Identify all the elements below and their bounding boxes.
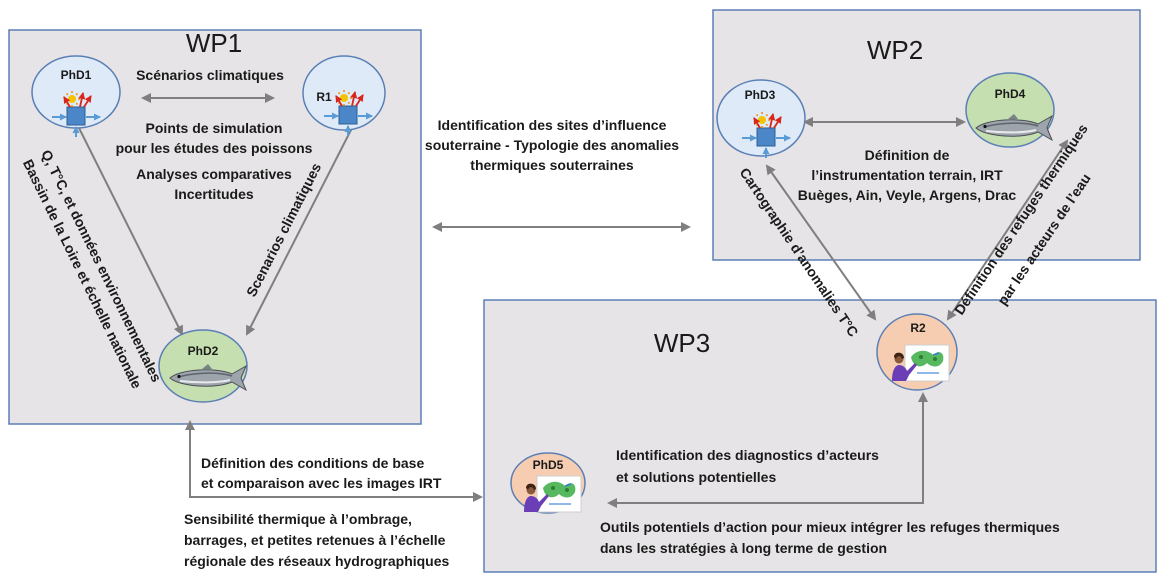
text-bottom-def-1: Définition des conditions de base [201,455,424,471]
text-ident-2: et solutions potentielles [616,469,776,485]
text-points-2: pour les études des poissons [116,140,313,156]
label-phd1: PhD1 [61,68,92,82]
node-phd5: PhD5 [510,452,586,514]
text-def-3: Buèges, Ain, Veyle, Argens, Drac [798,187,1017,203]
text-center-1: Identification des sites d’influence [438,117,667,133]
text-sens-2: barrages, et petites retenues à l’échell… [184,532,446,548]
node-phd4: PhD4 [965,72,1055,148]
node-phd2: PhD2 [158,329,248,403]
text-analyses-1: Analyses comparatives [136,166,292,182]
text-def-1: Définition de [865,147,950,163]
arrow-phd2-phd5 [185,420,483,502]
text-center-3: thermiques souterraines [470,157,634,173]
arrow-r2-phd4 [946,139,1069,321]
text-bottom-def-2: et comparaison avec les images IRT [201,475,442,491]
text-sens-3: régionale des réseaux hydrographiques [184,553,450,569]
text-sens-1: Sensibilité thermique à l’ombrage, [184,511,412,527]
node-phd1: PhD1 [31,55,121,137]
node-r2: R2 [876,313,958,391]
arrow-r1-phd2 [246,125,354,336]
text-center-2: souterraine - Typologie des anomalies [425,137,679,153]
node-phd3: PhD3 [716,79,806,158]
wp3-title: WP3 [654,328,710,358]
text-scenarios: Scénarios climatiques [136,67,284,83]
label-r1: R1 [316,90,332,104]
arrow-phd5-r2 [607,392,928,508]
text-points-1: Points de simulation [146,120,283,136]
text-outils-1: Outils potentiels d’action pour mieux in… [600,519,1060,535]
wp1-title: WP1 [186,28,242,58]
node-r1: R1 [302,55,386,136]
text-outils-2: dans les stratégies à long terme de gest… [600,540,887,556]
text-def-2: l’instrumentation terrain, IRT [811,167,1003,183]
label-phd2: PhD2 [188,344,219,358]
arrow-r2-phd3 [765,164,877,321]
label-phd5: PhD5 [533,458,564,472]
text-ident-1: Identification des diagnostics d’acteurs [616,447,879,463]
text-analyses-2: Incertitudes [174,186,254,202]
arrow-phd1-phd2 [77,125,183,336]
label-phd4: PhD4 [995,87,1026,101]
wp2-title: WP2 [867,35,923,65]
label-r2: R2 [910,321,926,335]
label-phd3: PhD3 [745,88,776,102]
